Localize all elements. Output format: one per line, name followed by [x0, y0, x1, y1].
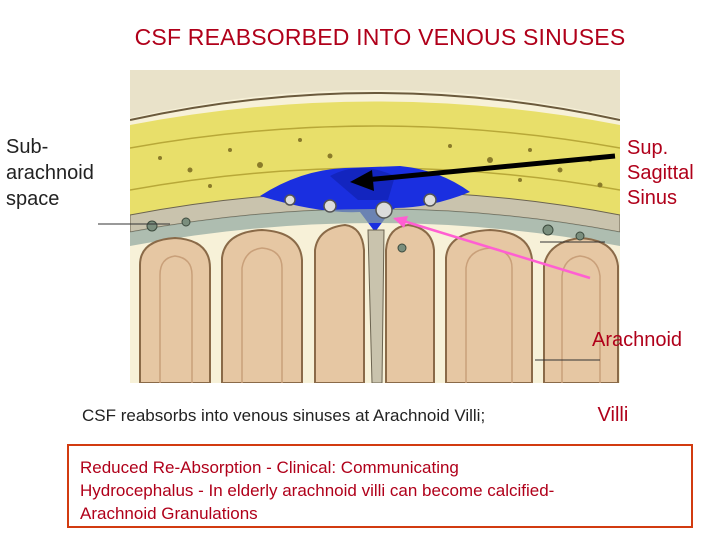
subarachnoid-space-label: Sub- arachnoid space	[6, 134, 94, 212]
note-line: Arachnoid Granulations	[80, 504, 258, 523]
sinus-label-line: Sup.	[627, 137, 669, 159]
villi-label-line: Arachnoid	[592, 329, 683, 351]
note-line: Reduced Re-Absorption - Clinical: Commun…	[80, 458, 459, 477]
sinus-label-line: Sinus	[627, 187, 678, 209]
sagittal-sinus-label: Sup. Sagittal Sinus	[627, 136, 694, 211]
villi-label-line: Villi	[592, 404, 629, 426]
arachnoid-villi-label: Arachnoid Villi	[592, 278, 682, 453]
clinical-note-box: Reduced Re-Absorption - Clinical: Commun…	[67, 444, 693, 528]
caption-text: CSF reabsorbs into venous sinuses at Ara…	[82, 406, 486, 425]
sinus-arrow	[350, 153, 616, 191]
note-line: Hydrocephalus - In elderly arachnoid vil…	[80, 481, 555, 500]
sinus-label-line: Sagittal	[627, 162, 694, 184]
subarachnoid-label-line: arachnoid	[6, 162, 94, 184]
villi-arrow	[393, 216, 591, 280]
skull-bone	[130, 101, 620, 215]
scalp-layer	[130, 70, 620, 118]
subarachnoid-label-line: space	[6, 188, 60, 210]
page-title: CSF REABSORBED INTO VENOUS SINUSES	[134, 24, 626, 50]
subarachnoid-label-line: Sub-	[6, 136, 49, 158]
arachnoid-villi	[284, 193, 437, 219]
